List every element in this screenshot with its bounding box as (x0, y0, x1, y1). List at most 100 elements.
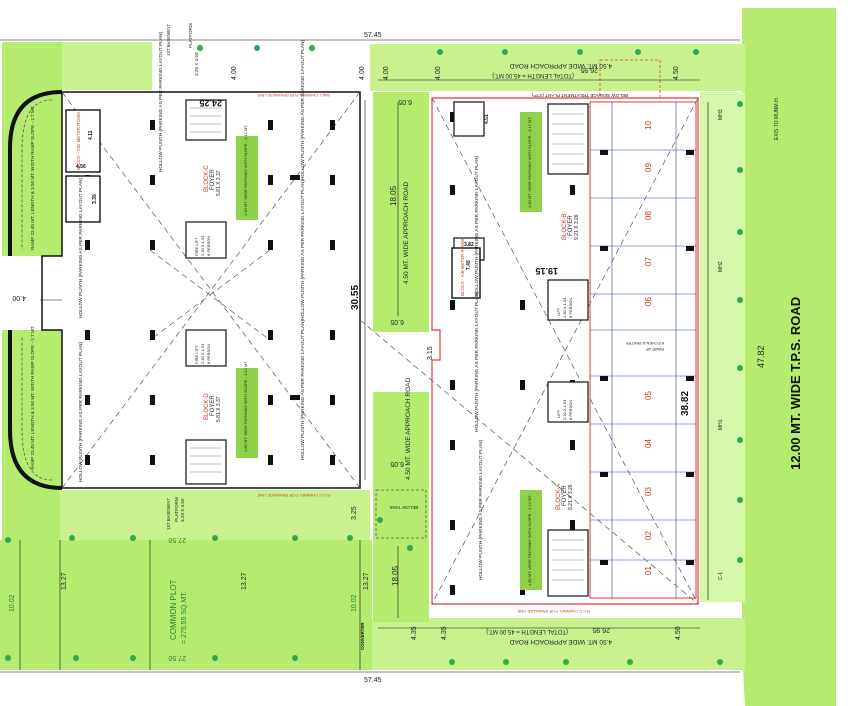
bottom-approach-road: 4.50 MT. WIDE APPROACH ROAD (509, 638, 612, 645)
dim-1805-a: 18.05 (389, 185, 398, 206)
shop-02: 02 (644, 531, 653, 540)
hollow-plinth-9: HOLLOW PLINTH (PARKING AS PER PARKING LA… (478, 439, 484, 580)
dim-2695-bot: 26.95 (592, 626, 610, 633)
label-mh2: MH2 (718, 261, 724, 272)
label-mh3: MH3 (718, 109, 724, 120)
block-c-label: BLOCK-C (204, 165, 210, 192)
dim-1002-b: 10.02 (351, 594, 358, 612)
shop-07: 07 (644, 257, 653, 266)
block-cd-meter: BLOCK - C/D METER ROOM (76, 112, 81, 170)
platform-top-size: 3.29 X 4.50 (194, 52, 199, 76)
mid-approach-road-2: 4.50 MT. WIDE APPROACH ROAD (405, 377, 412, 480)
bottom-approach-road-len: (TOTAL LENGTH = 45.00 MT.) (486, 628, 568, 634)
dim-1327-b: 13.27 (241, 572, 248, 590)
dim-top-total: 57.45 (364, 32, 382, 39)
shop-04: 04 (644, 439, 653, 448)
lift-b-persons: 8 PERSON (568, 298, 573, 318)
dim-450-top: 4.50 (673, 66, 680, 80)
dim-2750-a: 27.50 (168, 536, 186, 543)
block-c-foyer: FOYER (210, 169, 216, 190)
shop-09: 09 (644, 163, 653, 172)
pathway-b-label: 1.80 MT. WIDE PATHWAY WITH SLOPE - 1:12 … (527, 117, 532, 208)
below-tank-label: BELOW TANK (390, 505, 418, 510)
pathway-d (236, 368, 258, 458)
road-width-dim: 47.82 (756, 345, 766, 368)
dim-605-b: 6.05 (390, 318, 404, 325)
basement-label-top: 1ST BASEMENT (166, 24, 171, 56)
hollow-plinth-2: HOLLOW PLINTH (PARKING AS PER PARKING LA… (78, 177, 84, 318)
common-plot-label: COMMON PLOT (169, 579, 178, 640)
pathway-c (236, 136, 258, 220)
hollow-plinth-6: HOLLOW PLINTH (PARKING AS PER PARKING LA… (78, 341, 84, 482)
dim-2750-b: 27.50 (168, 654, 186, 661)
label-mh1: MH1 (718, 419, 724, 430)
dim-605-c: 6.05 (390, 460, 404, 467)
lift-d-label: FIRE LIFT (194, 345, 199, 364)
top-road-strip (370, 44, 745, 91)
common-plot-area (0, 540, 372, 670)
block-c-size: 5.81 X 3.37 (216, 170, 222, 196)
dim-1915: 19.15 (535, 266, 558, 276)
road-exit-note: EXIS.TO MUNM.H. (774, 97, 780, 140)
converter-label: CONVERTER (360, 622, 365, 650)
dim-315: 3.15 (427, 346, 434, 360)
block-a-label: BLOCK-A (556, 484, 562, 510)
top-approach-road: 4.50 MT. WIDE APPROACH ROAD (509, 62, 612, 69)
dim-1327-a: 13.27 (61, 572, 68, 590)
ramp-top-label: RAMP 23.45 MT. LENGTH & 3.50 MT. WIDTH R… (30, 106, 35, 250)
dim-bottom-total: 57.45 (364, 677, 382, 684)
dim-435-a: 4.35 (411, 626, 418, 640)
shop-numbers: 01 02 03 04 05 06 07 08 09 10 (644, 121, 653, 575)
hollow-plinth-8: HOLLOW PLINTH (PARKING AS PER PARKING LA… (474, 291, 480, 432)
lift-c-label: FIRE LIFT (194, 237, 199, 256)
hollow-plinth-5: HOLLOW PLINTH (PARKING AS PER PARKING LA… (300, 319, 306, 460)
block-a-dim-4: 7.45 (466, 260, 472, 270)
hollow-plinth-4: HOLLOW PLINTH (PARKING AS PER PARKING LA… (300, 179, 306, 320)
mid-approach-road-1: 4.50 MT. WIDE APPROACH ROAD (403, 181, 410, 284)
dim-2695-top: 26.95 (580, 66, 598, 73)
dim-605-a: 6.05 (398, 98, 412, 105)
dim-435-b: 4.35 (441, 626, 448, 640)
block-a-foyer: FOYER (562, 485, 568, 506)
block-c-dim-2: 4.11 (88, 130, 94, 140)
ramp-bottom-label: RAMP 23.45 MT. LENGTH & 3.50 MT. WIDTH R… (30, 326, 35, 470)
lift-c-persons: 8 PERSON (206, 236, 211, 256)
block-b-foyer: FOYER (568, 215, 574, 236)
basement-label-bot: 1ST BASEMENT (166, 498, 171, 530)
dim-1327-c: 13.27 (363, 572, 370, 590)
lift-a-label: LIFT (556, 409, 561, 418)
dim-3055: 30.55 (350, 285, 361, 310)
lift-b-size: 2.30 X 1.54 (562, 297, 567, 318)
core-block-c (185, 99, 227, 485)
lift-a-persons: 8 PERSON (568, 400, 573, 420)
block-c-dim-4: 3.35 (92, 194, 98, 204)
top-approach-road-len: (TOTAL LENGTH = 45.00 MT.) (492, 72, 574, 78)
rcc-channel-right: R.C.C CHANNEL FOR DRAINAGE LINE (517, 609, 590, 614)
lift-c-size: 2.30 X 1.54 (200, 235, 205, 256)
dim-400-c: 4.00 (383, 66, 390, 80)
dim-3882: 38.82 (680, 391, 691, 416)
wall-channel-top: WALL CHANNEL FOR DRAINAGE LINE (257, 93, 330, 98)
tps-road-label: 12.00 MT. WIDE T.P.S. ROAD (788, 297, 803, 470)
trees (5, 45, 743, 665)
common-plot-area: = 275.55 SQ.MT. (181, 591, 188, 644)
block-a-size: 9.21 X 3.26 (568, 484, 574, 510)
dim-450-bot: 4.50 (675, 626, 682, 640)
ramp-up-label: RAMP UP (646, 347, 664, 352)
block-a-dim-3: 3.82 (464, 242, 474, 248)
shop-06: 06 (644, 297, 653, 306)
lift-d-size: 2.30 X 1.54 (200, 343, 205, 364)
mid-approach-road-bottom (373, 392, 429, 622)
dim-400-left: 4.00 (12, 294, 26, 301)
dim-2425: 24.25 (199, 98, 222, 108)
shop-03: 03 (644, 487, 653, 496)
wall-channel-bottom: R.C.C CHANNEL FOR DRAINAGE LINE (257, 493, 330, 498)
right-strip (700, 92, 745, 602)
block-d-foyer: FOYER (210, 395, 216, 416)
dim-1805-b: 18.05 (391, 565, 400, 586)
dim-1002-a: 10.02 (9, 594, 16, 612)
block-a-dim-2: 4.51 (484, 114, 490, 124)
pathway-a-label: 1.80 MT. WIDE PATHWAY WITH SLOPE - 1:12 … (527, 495, 532, 586)
hollow-plinth-3: HOLLOW PLINTH (PARKING AS PER PARKING LA… (300, 39, 306, 180)
